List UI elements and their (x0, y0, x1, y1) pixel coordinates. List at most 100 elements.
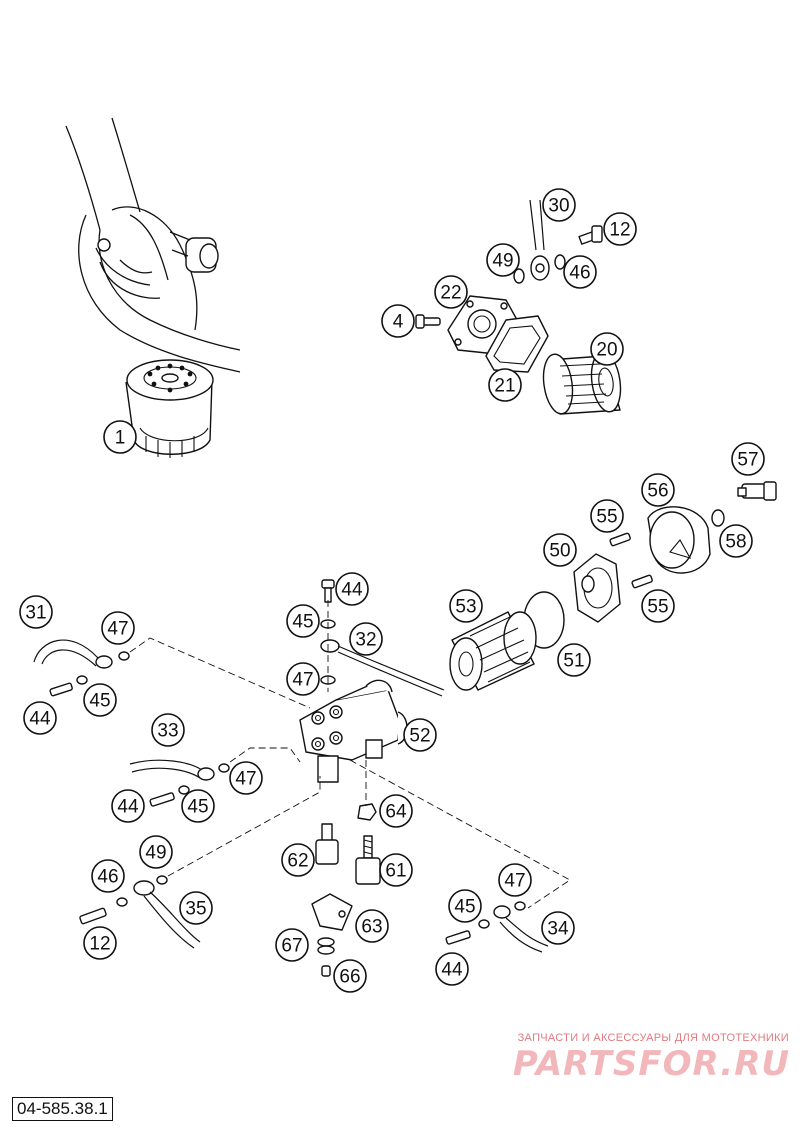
callout-number: 44 (441, 960, 463, 981)
callout-number: 12 (609, 220, 630, 241)
callout-number: 44 (29, 709, 51, 730)
callout-c55b: 55 (641, 589, 675, 623)
callout-c57: 57 (731, 442, 765, 476)
callout-c34: 34 (541, 911, 575, 945)
callout-c47a: 47 (101, 611, 135, 645)
callout-number: 45 (454, 897, 475, 918)
callout-number: 55 (647, 597, 668, 618)
callout-number: 56 (647, 481, 668, 502)
callout-c47b: 47 (286, 662, 320, 696)
callout-c35: 35 (179, 891, 213, 925)
watermark-tagline: ЗАПЧАСТИ И АКСЕССУАРЫ ДЛЯ МОТОТЕХНИКИ (517, 1032, 789, 1044)
callout-c12b: 12 (83, 926, 117, 960)
callout-c44b: 44 (23, 701, 57, 735)
callout-c31: 31 (19, 595, 53, 629)
callout-c44a: 44 (335, 572, 369, 606)
filter-housing-group (449, 481, 777, 691)
callout-number: 34 (547, 919, 569, 940)
callout-c46b: 46 (91, 859, 125, 893)
callout-c53: 53 (449, 589, 483, 623)
callout-c47c: 47 (229, 761, 263, 795)
callout-number: 55 (596, 507, 617, 528)
watermark-brand: PARTSFOR.RU (512, 1044, 790, 1084)
callout-c61: 61 (379, 853, 413, 887)
callout-c45c: 45 (181, 789, 215, 823)
callout-c67: 67 (275, 928, 309, 962)
callout-number: 46 (97, 867, 118, 888)
callout-number: 49 (492, 251, 513, 272)
callout-number: 47 (235, 769, 256, 790)
oil-filter-cartridge (125, 359, 214, 458)
frame-mount-illustration (65, 117, 241, 373)
distributor-block (299, 579, 445, 977)
callout-number: 33 (157, 721, 178, 742)
callout-c64: 64 (379, 794, 413, 828)
callout-c32: 32 (349, 622, 383, 656)
callout-c22: 22 (434, 275, 468, 309)
callout-c47d: 47 (498, 863, 532, 897)
callout-c44c: 44 (111, 789, 145, 823)
callout-number: 50 (549, 541, 570, 562)
callout-c51: 51 (557, 643, 591, 677)
callout-c45a: 45 (286, 604, 320, 638)
assembly-lines (129, 600, 571, 909)
callout-number: 67 (281, 936, 302, 957)
callout-c46a: 46 (563, 255, 597, 289)
callout-c20: 20 (590, 332, 624, 366)
callout-number: 45 (292, 612, 313, 633)
callout-c63: 63 (355, 909, 389, 943)
callout-c4: 4 (381, 304, 415, 338)
callout-number: 51 (563, 651, 584, 672)
callout-c56: 56 (641, 473, 675, 507)
callout-c49b: 49 (139, 835, 173, 869)
callout-number: 44 (117, 797, 139, 818)
callout-number: 52 (409, 726, 430, 747)
callout-c30: 30 (542, 188, 576, 222)
callout-number: 63 (361, 917, 382, 938)
callout-number: 47 (292, 670, 313, 691)
callout-c52: 52 (403, 718, 437, 752)
hose-assemblies (33, 639, 549, 953)
callout-number: 61 (385, 861, 406, 882)
callout-number: 66 (339, 967, 360, 988)
callout-number: 20 (596, 340, 617, 361)
callout-c62: 62 (281, 843, 315, 877)
callout-number: 44 (341, 580, 363, 601)
callout-number: 45 (89, 691, 110, 712)
callout-number: 45 (187, 797, 208, 818)
callout-number: 22 (440, 283, 461, 304)
callout-number: 64 (385, 802, 407, 823)
callout-number: 46 (569, 263, 590, 284)
callout-number: 12 (89, 934, 110, 955)
callout-c21: 21 (488, 368, 522, 402)
callout-number: 21 (494, 376, 515, 397)
callout-number: 49 (145, 843, 166, 864)
upper-filter-group (415, 199, 622, 415)
callout-number: 30 (548, 196, 569, 217)
callout-c66: 66 (333, 959, 367, 993)
callout-c33: 33 (151, 713, 185, 747)
callout-c50: 50 (543, 533, 577, 567)
callout-number: 4 (393, 312, 404, 333)
callout-c49a: 49 (486, 243, 520, 277)
callout-number: 35 (185, 899, 206, 920)
callout-c44d: 44 (435, 952, 469, 986)
callout-c45b: 45 (83, 683, 117, 717)
callout-number: 53 (455, 597, 476, 618)
callout-number: 57 (737, 450, 758, 471)
callout-labels: 1 30 12 49 46 22 4 20 21 57 56 55 58 50 55 53 51 44 45 32 31… (19, 188, 765, 993)
callout-c58: 58 (719, 524, 753, 558)
callout-c1: 1 (103, 420, 137, 454)
callout-number: 32 (355, 630, 376, 651)
callout-number: 47 (107, 619, 128, 640)
callout-number: 58 (725, 532, 746, 553)
diagram-reference-code: 04-585.38.1 (12, 1097, 113, 1121)
callout-c55a: 55 (590, 499, 624, 533)
callout-number: 47 (504, 871, 525, 892)
callout-c45d: 45 (448, 889, 482, 923)
callout-number: 1 (115, 428, 126, 449)
callout-number: 62 (287, 851, 308, 872)
callout-c12a: 12 (603, 212, 637, 246)
callout-number: 31 (25, 603, 46, 624)
